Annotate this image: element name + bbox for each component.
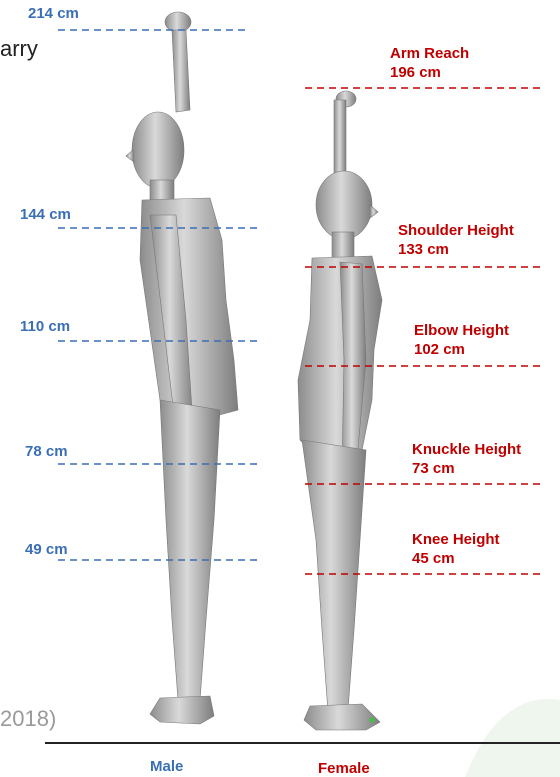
female-figure xyxy=(298,91,382,730)
female-label-knuckle-height: Knuckle Height xyxy=(412,441,521,459)
male-measure-3: 110 cm xyxy=(20,318,70,336)
male-caption: Male xyxy=(150,758,183,775)
male-measure-5: 49 cm xyxy=(25,541,68,559)
female-value-arm-reach: 196 cm xyxy=(390,64,441,82)
male-figure xyxy=(126,12,238,724)
female-value-shoulder-height: 133 cm xyxy=(398,241,449,259)
female-label-knee-height: Knee Height xyxy=(412,531,500,549)
male-measure-2: 144 cm xyxy=(20,206,71,224)
female-label-elbow-height: Elbow Height xyxy=(414,322,509,340)
female-caption: Female xyxy=(318,760,370,777)
male-measure-1: 214 cm xyxy=(28,5,79,23)
female-label-shoulder-height: Shoulder Height xyxy=(398,222,514,240)
green-dot xyxy=(370,718,375,723)
female-value-elbow-height: 102 cm xyxy=(414,341,465,359)
female-label-arm-reach: Arm Reach xyxy=(390,45,469,63)
corner-watermark xyxy=(465,699,560,777)
ground-line xyxy=(45,742,560,744)
female-value-knee-height: 45 cm xyxy=(412,550,455,568)
female-value-knuckle-height: 73 cm xyxy=(412,460,455,478)
male-measure-4: 78 cm xyxy=(25,443,68,461)
